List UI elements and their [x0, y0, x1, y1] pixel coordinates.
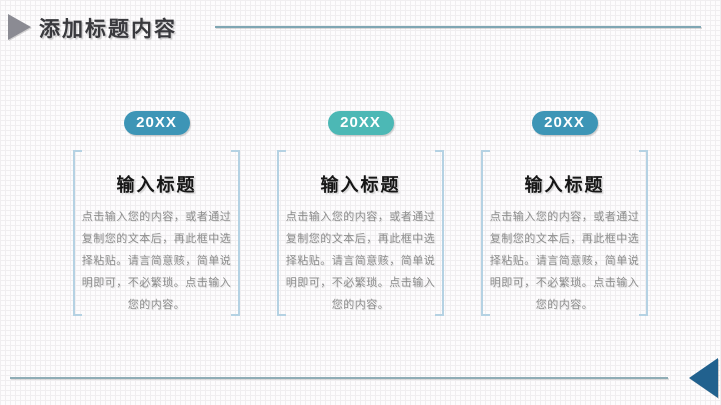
card-body-placeholder[interactable]: 点击输入您的内容，或者通过复制您的文本后，再此框中选择粘贴。请言简意赅，简单说明…	[285, 211, 436, 311]
card-title-placeholder[interactable]: 输入标题	[320, 175, 401, 195]
bracket-corner-icon	[435, 150, 444, 152]
page-title[interactable]: 添加标题内容	[39, 18, 177, 41]
bracket-corner-icon	[73, 314, 82, 316]
year-badge: 20XX	[123, 111, 190, 135]
content-card-3: 20XX 输入标题 点击输入您的内容，或者通过复制您的文本后，再此框中选择粘贴。…	[481, 111, 648, 316]
bracket-corner-icon	[231, 150, 240, 152]
content-card-2: 20XX 输入标题 点击输入您的内容，或者通过复制您的文本后，再此框中选择粘贴。…	[277, 111, 444, 316]
bracket-corner-icon	[481, 150, 490, 152]
bracket-corner-icon	[277, 150, 286, 152]
year-badge: 20XX	[531, 111, 598, 135]
bracket-corner-icon	[639, 314, 648, 316]
bracket-card: 输入标题 点击输入您的内容，或者通过复制您的文本后，再此框中选择粘贴。请言简意赅…	[73, 150, 240, 316]
bracket-card: 输入标题 点击输入您的内容，或者通过复制您的文本后，再此框中选择粘贴。请言简意赅…	[277, 150, 444, 316]
bracket-corner-icon	[435, 314, 444, 316]
footer-divider-line	[10, 377, 668, 379]
card-body-placeholder[interactable]: 点击输入您的内容，或者通过复制您的文本后，再此框中选择粘贴。请言简意赅，简单说明…	[489, 211, 640, 311]
card-body-placeholder[interactable]: 点击输入您的内容，或者通过复制您的文本后，再此框中选择粘贴。请言简意赅，简单说明…	[81, 211, 232, 311]
header-divider-line	[215, 26, 701, 28]
year-badge: 20XX	[327, 111, 394, 135]
card-title-placeholder[interactable]: 输入标题	[116, 175, 197, 195]
play-triangle-icon	[8, 14, 31, 40]
back-triangle-icon	[689, 358, 718, 398]
bracket-corner-icon	[73, 150, 82, 152]
bracket-corner-icon	[639, 150, 648, 152]
bracket-corner-icon	[277, 314, 286, 316]
card-title-placeholder[interactable]: 输入标题	[524, 175, 605, 195]
bracket-corner-icon	[481, 314, 490, 316]
content-card-1: 20XX 输入标题 点击输入您的内容，或者通过复制您的文本后，再此框中选择粘贴。…	[73, 111, 240, 316]
bracket-card: 输入标题 点击输入您的内容，或者通过复制您的文本后，再此框中选择粘贴。请言简意赅…	[481, 150, 648, 316]
bracket-corner-icon	[231, 314, 240, 316]
